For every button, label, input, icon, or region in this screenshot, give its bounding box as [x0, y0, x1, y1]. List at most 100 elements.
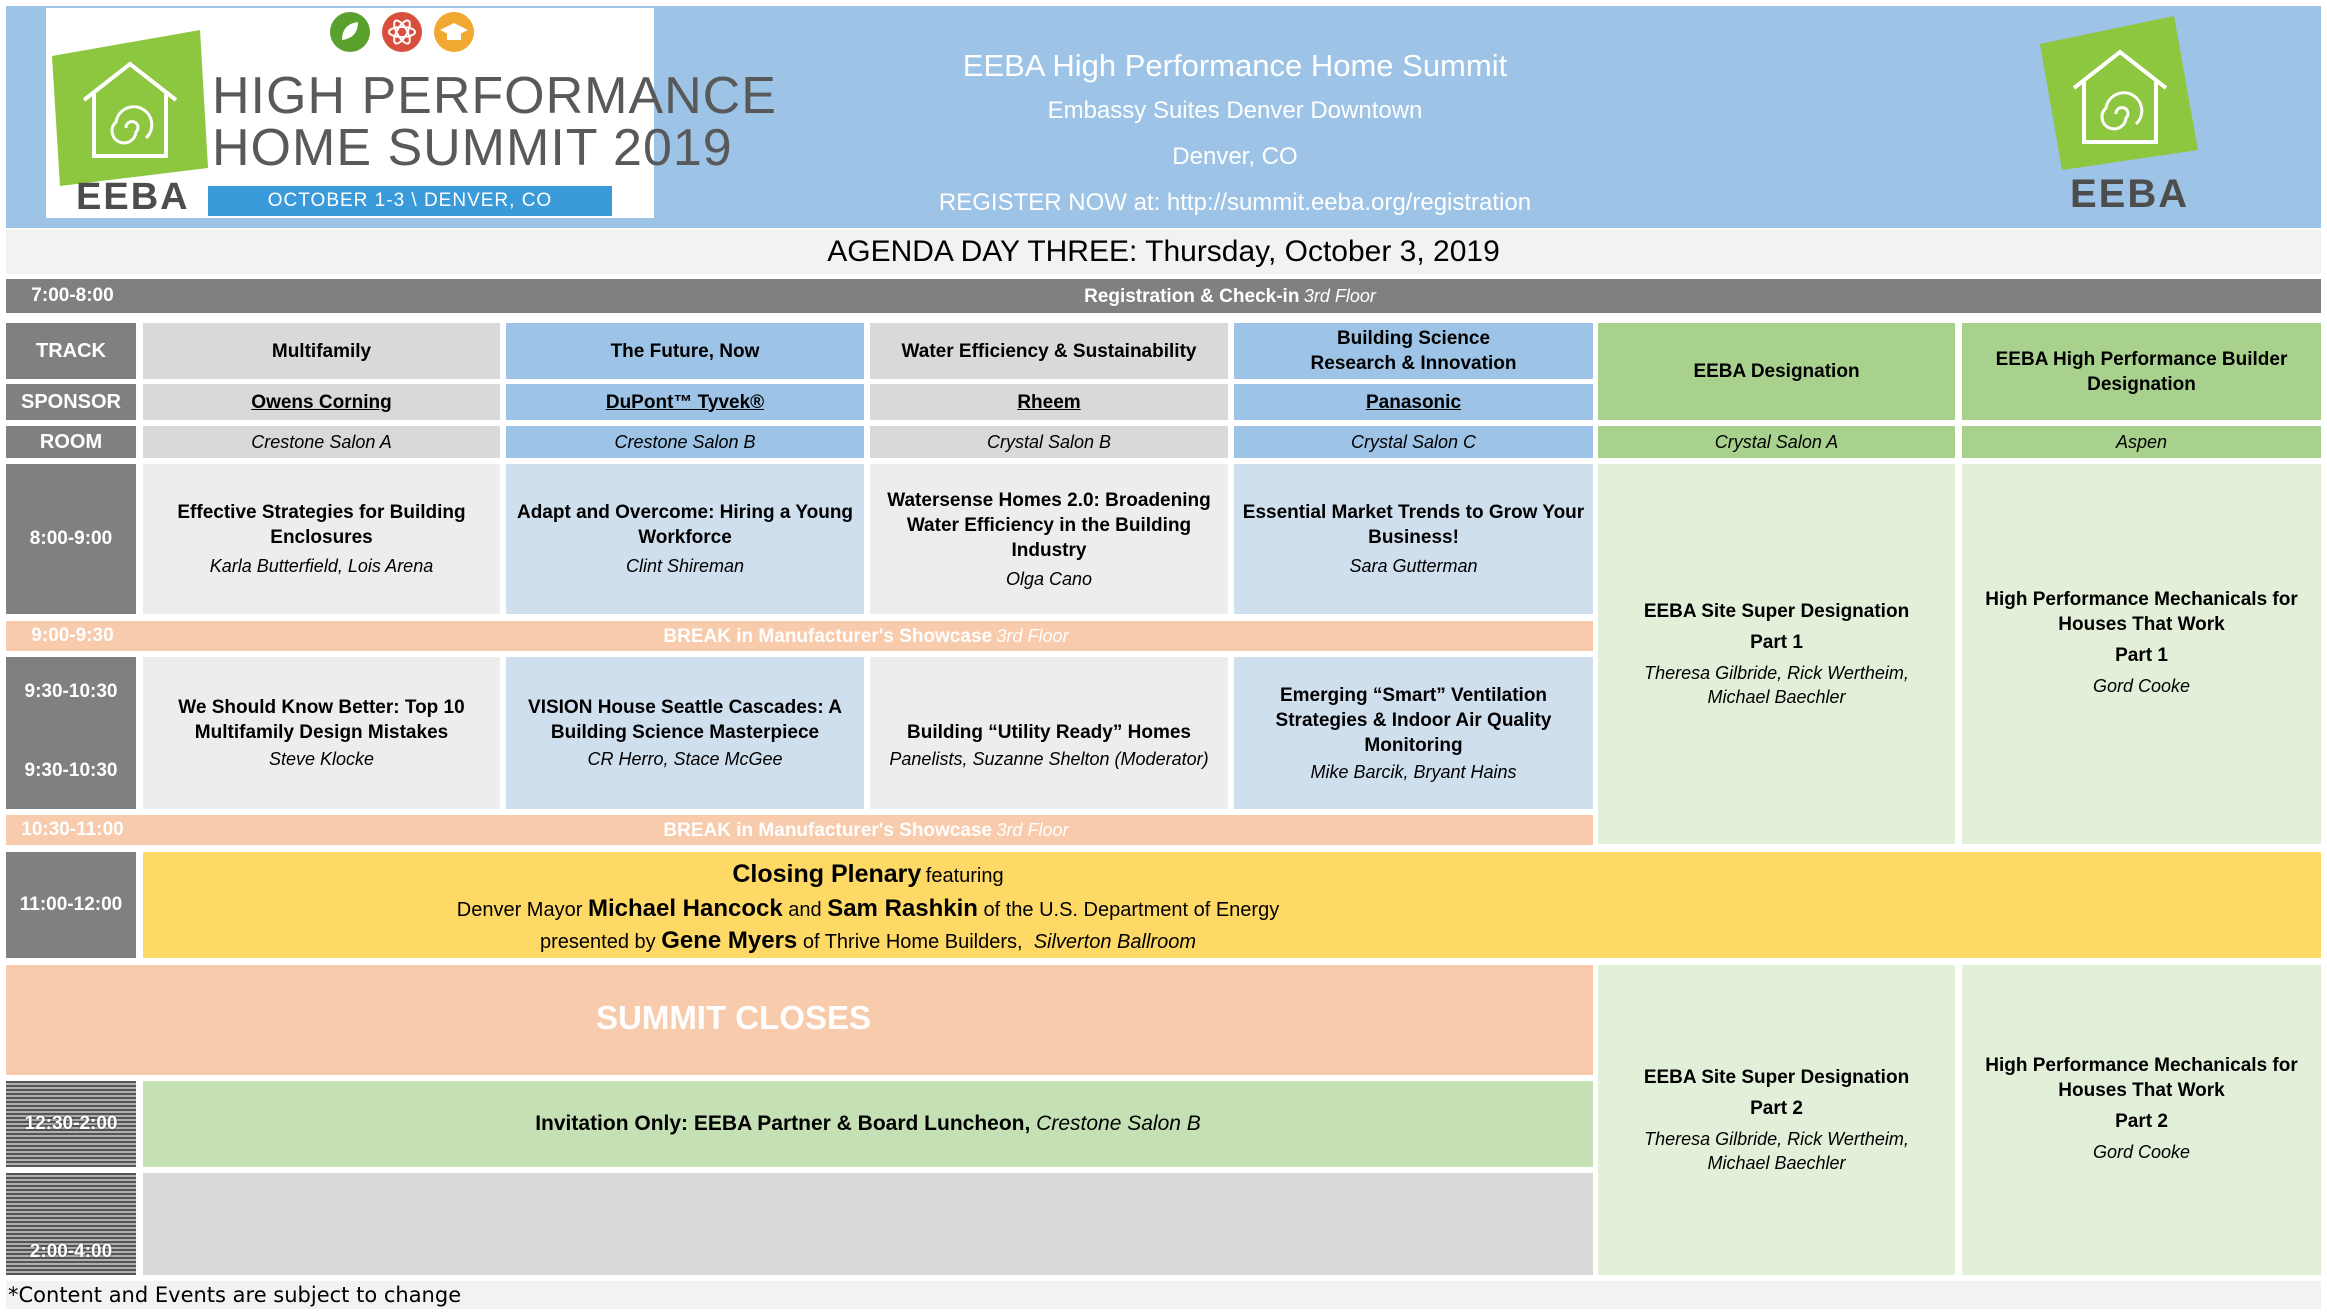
closing-plenary[interactable]: Closing Plenary featuring Denver Mayor M… [143, 852, 2321, 958]
leaf-icon [330, 12, 370, 52]
room-crystal-c: Crystal Salon C [1234, 426, 1593, 458]
city: Denver, CO [1172, 143, 1298, 170]
designation-title: EEBA Site Super Designation [1643, 1067, 1910, 1088]
designation-title: High Performance Mechanicals for Houses … [1985, 1054, 2298, 1101]
header-text: EEBA High Performance Home Summit Embass… [800, 44, 1670, 224]
session-card[interactable]: We Should Know Better: Top 10 Multifamil… [143, 657, 500, 809]
designation-speakers: Theresa Gilbride, Rick Wertheim, [1644, 1129, 1909, 1149]
session-title: Adapt and Overcome: Hiring a Young Workf… [516, 502, 854, 548]
track-label: TRACK [6, 323, 136, 379]
session-card[interactable]: Adapt and Overcome: Hiring a Young Workf… [506, 464, 864, 614]
afternoon-empty [143, 1173, 1593, 1275]
session-card[interactable]: Effective Strategies for Building Enclos… [143, 464, 500, 614]
room-label: ROOM [6, 426, 136, 458]
plenary-time: 11:00-12:00 [6, 852, 136, 958]
venue: Embassy Suites Denver Downtown [1047, 97, 1423, 124]
partner-luncheon[interactable]: Invitation Only: EEBA Partner & Board Lu… [143, 1081, 1593, 1167]
sponsor-dupont-tyvek[interactable]: DuPont™ Tyvek® [506, 384, 864, 420]
sponsor-rheem[interactable]: Rheem [870, 384, 1228, 420]
logo-date-bar: OCTOBER 1-3 \ DENVER, CO [208, 186, 612, 216]
summit-logo: EEBA HIGH PERFORMANCE HOME SUMMIT 2019 O… [46, 8, 776, 218]
designation-card[interactable]: High Performance Mechanicals for Houses … [1962, 965, 2321, 1275]
summit-closes: SUMMIT CLOSES [6, 965, 1593, 1075]
session-speakers: Olga Cano [1005, 568, 1093, 589]
atom-icon [382, 12, 422, 52]
designation-card[interactable]: EEBA Site Super Designation Part 2 There… [1598, 965, 1955, 1275]
agenda-title-text: AGENDA DAY THREE: Thursday, October 3, 2… [827, 235, 1500, 268]
session-speakers: CR Herro, Stace McGee [587, 749, 783, 769]
right-logo-brand: EEBA [2070, 172, 2190, 216]
summit-title: EEBA High Performance Home Summit [962, 48, 1508, 83]
track-multifamily: Multifamily [143, 323, 500, 379]
session-speakers: Clint Shireman [625, 556, 745, 576]
track-building-science: Building Science Research & Innovation [1234, 323, 1593, 379]
afternoon-time: 2:00-4:00 [6, 1173, 136, 1275]
registration-bar: Registration & Check-in 3rd Floor [139, 279, 2321, 313]
designation-speakers: Gord Cooke [2092, 1141, 2191, 1162]
room-crystal-a: Crystal Salon A [1598, 426, 1955, 458]
session-card[interactable]: Essential Market Trends to Grow Your Bus… [1234, 464, 1593, 614]
session-title: Emerging “Smart” Ventilation Strategies … [1275, 684, 1552, 756]
track-future-now: The Future, Now [506, 323, 864, 379]
session-speakers: Steve Klocke [268, 749, 375, 769]
lunch-time: 12:30-2:00 [6, 1081, 136, 1167]
designation-part: Part 1 [1750, 632, 1803, 653]
designation-speakers: Theresa Gilbride, Rick Wertheim, [1644, 663, 1909, 683]
speaker-name: Sam Rashkin [827, 895, 978, 922]
speaker-name: Michael Hancock [587, 895, 783, 922]
track-water-efficiency: Water Efficiency & Sustainability [870, 323, 1228, 379]
sponsor-panasonic[interactable]: Panasonic [1234, 384, 1593, 420]
designation-part: Part 2 [2115, 1110, 2168, 1132]
room-crestone-b: Crestone Salon B [506, 426, 864, 458]
designation-card[interactable]: EEBA Site Super Designation Part 1 There… [1598, 464, 1955, 844]
session-title: Essential Market Trends to Grow Your Bus… [1242, 502, 1585, 548]
designation-speakers: Michael Baechler [1707, 1153, 1846, 1173]
room-crestone-a: Crestone Salon A [143, 426, 500, 458]
session-card[interactable]: Emerging “Smart” Ventilation Strategies … [1234, 657, 1593, 809]
sponsor-label: SPONSOR [6, 384, 136, 420]
footer-note: *Content and Events are subject to chang… [6, 1281, 2321, 1309]
track-builder-designation: EEBA High Performance Builder Designatio… [1962, 323, 2321, 420]
slot-1-time: 8:00-9:00 [6, 464, 136, 614]
track-eeba-designation: EEBA Designation [1598, 323, 1955, 420]
session-title: Building “Utility Ready” Homes [907, 721, 1191, 743]
designation-part: Part 2 [1750, 1098, 1803, 1119]
logo-line-1: HIGH PERFORMANCE [212, 67, 777, 125]
session-card[interactable]: Watersense Homes 2.0: Broadening Water E… [870, 464, 1228, 614]
logo-brand: EEBA [76, 176, 190, 218]
designation-part: Part 1 [2115, 644, 2168, 666]
graduation-cap-icon [434, 12, 474, 52]
break-1-bar: BREAK in Manufacturer's Showcase 3rd Flo… [139, 621, 1593, 651]
session-title: VISION House Seattle Cascades: A Buildin… [528, 697, 842, 743]
designation-title: EEBA Site Super Designation [1643, 601, 1910, 622]
session-title: We Should Know Better: Top 10 Multifamil… [178, 697, 465, 743]
session-title: Effective Strategies for Building Enclos… [177, 502, 466, 548]
agenda-title: AGENDA DAY THREE: Thursday, October 3, 2… [6, 230, 2321, 274]
session-speakers: Mike Barcik, Bryant Hains [1310, 761, 1517, 782]
session-speakers: Sara Gutterman [1349, 556, 1478, 576]
break-1-time: 9:00-9:30 [6, 621, 139, 651]
break-2-bar: BREAK in Manufacturer's Showcase 3rd Flo… [139, 815, 1593, 845]
break-2-time: 10:30-11:00 [6, 815, 139, 845]
session-title: Watersense Homes 2.0: Broadening Water E… [887, 489, 1211, 561]
room-crystal-b: Crystal Salon B [870, 426, 1228, 458]
designation-title: High Performance Mechanicals for Houses … [1985, 588, 2298, 635]
speaker-name: Gene Myers [661, 927, 798, 954]
house-logo-icon [2040, 16, 2198, 170]
logo-line-2: HOME SUMMIT 2019 [212, 119, 733, 177]
room-aspen: Aspen [1962, 426, 2321, 458]
house-logo-icon [52, 30, 208, 186]
session-speakers: Panelists, Suzanne Shelton (Moderator) [889, 748, 1209, 769]
plenary-title: Closing Plenary [732, 860, 922, 888]
sponsor-owens-corning[interactable]: Owens Corning [143, 384, 500, 420]
designation-card[interactable]: High Performance Mechanicals for Houses … [1962, 464, 2321, 844]
designation-speakers: Michael Baechler [1707, 687, 1846, 707]
session-card[interactable]: VISION House Seattle Cascades: A Buildin… [506, 657, 864, 809]
session-card[interactable]: Building “Utility Ready” Homes Panelists… [870, 657, 1228, 809]
registration-time: 7:00-8:00 [6, 279, 139, 313]
plenary-location: Silverton Ballroom [1033, 931, 1196, 953]
session-speakers: Karla Butterfield, Lois Arena [209, 556, 434, 576]
slot-2-time: 9:30-10:30 9:30-10:30 [6, 657, 136, 809]
right-logo: EEBA [2030, 14, 2240, 224]
register-link[interactable]: REGISTER NOW at: http://summit.eeba.org/… [938, 189, 1532, 216]
